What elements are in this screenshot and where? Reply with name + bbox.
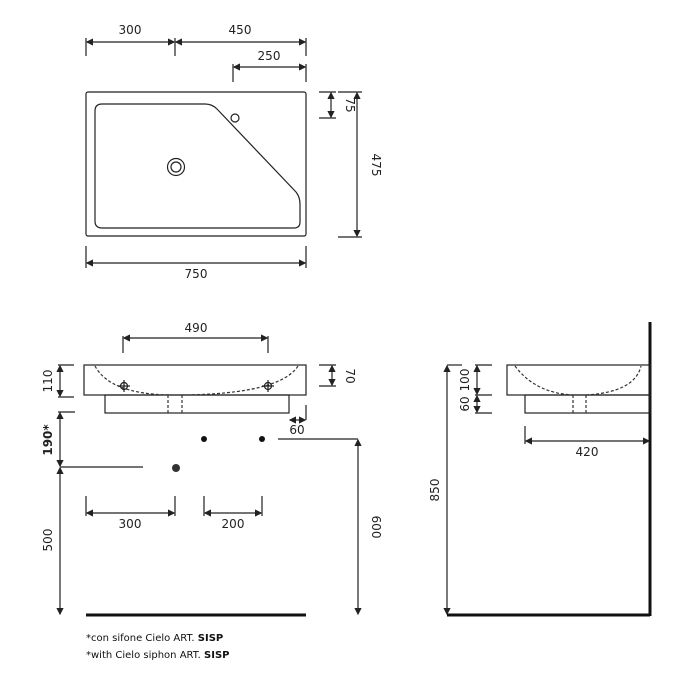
note-italian: *con sifone Cielo ART. SISP [86,633,223,644]
dim-300-bottom: 300 [119,517,142,531]
dim-850: 850 [428,479,442,502]
dim-420: 420 [576,445,599,459]
dim-475: 475 [369,154,383,177]
basin-outline [85,91,307,237]
dim-490: 490 [185,321,208,335]
dim-75: 75 [343,97,357,112]
drain-icon [166,157,186,177]
dim-750: 750 [185,267,208,281]
note-english: *with Cielo siphon ART. SISP [86,650,230,661]
dim-60: 60 [289,423,304,437]
fixing-icon [118,380,130,392]
basin-base [104,394,290,414]
dim-600: 600 [369,516,383,539]
basin-side [506,364,651,396]
water-supply-icon [259,436,265,442]
dim-100: 100 [458,369,472,392]
dim-450: 450 [229,23,252,37]
basin-front [83,364,307,396]
waste-outlet-icon [172,464,180,472]
dim-60-side: 60 [458,396,472,411]
water-supply-icon [201,436,207,442]
top-view: 300 450 250 75 475 750 [85,23,383,281]
tap-hole-icon [230,113,240,123]
basin-side-base [524,394,651,414]
fixing-icon [262,380,274,392]
dim-500: 500 [41,529,55,552]
side-view: 100 60 850 420 [428,322,652,617]
dim-190: 190* [41,424,55,456]
dim-110: 110 [41,370,55,393]
basin-bowl [94,103,301,229]
dim-200: 200 [222,517,245,531]
dim-70: 70 [343,368,357,383]
dim-250: 250 [258,49,281,63]
dim-300: 300 [119,23,142,37]
front-view: 490 110 70 60 190* 500 600 300 200 [41,321,383,617]
